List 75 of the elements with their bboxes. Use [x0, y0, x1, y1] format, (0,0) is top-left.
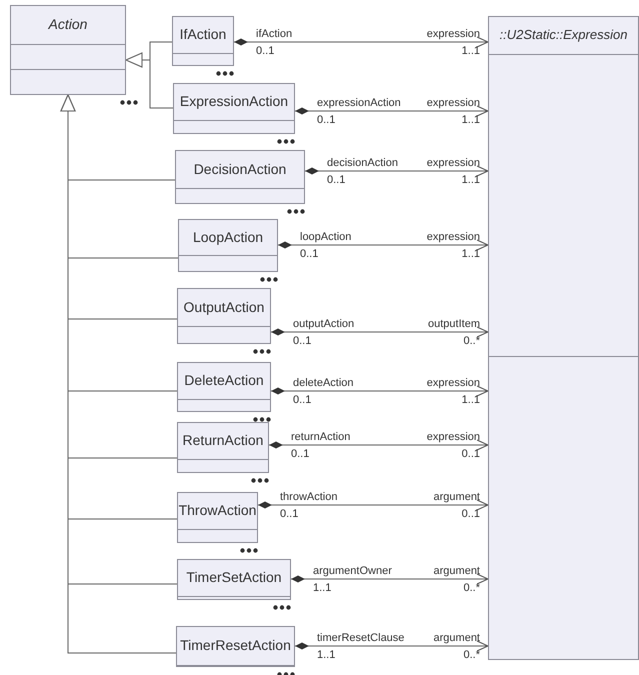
multiplicity: 0..1 — [462, 508, 480, 520]
multiplicity: 0..1 — [291, 448, 310, 460]
class-box — [173, 83, 295, 134]
role-name: returnAction — [291, 431, 350, 443]
role-name: expression — [426, 231, 480, 243]
role-name: argumentOwner — [313, 565, 392, 577]
class-box — [177, 492, 258, 543]
role-name: loopAction — [300, 231, 352, 243]
composition-line — [270, 326, 488, 338]
class-box — [488, 16, 639, 660]
class-box — [175, 150, 305, 204]
multiplicity: 0..* — [463, 649, 480, 661]
multiplicity: 1..1 — [462, 248, 480, 260]
role-name: deleteAction — [293, 377, 354, 389]
multiplicity: 0..1 — [280, 508, 298, 520]
class-box — [10, 5, 126, 95]
class-name: ::U2Static::Expression — [498, 26, 628, 42]
class-box — [177, 288, 271, 344]
class-box — [172, 16, 234, 66]
class-name: TimerResetAction — [179, 637, 292, 653]
composition-line — [270, 386, 488, 396]
role-name: outputAction — [293, 318, 354, 330]
class-box — [177, 559, 291, 600]
composition-line — [294, 106, 488, 116]
composition-line — [258, 500, 488, 510]
multiplicity: 0..* — [463, 335, 480, 347]
class-box — [178, 219, 278, 272]
generalization-arrow — [126, 52, 174, 108]
multiplicity: 1..1 — [313, 582, 332, 594]
multiplicity: 1..1 — [462, 174, 480, 186]
class-name: IfAction — [178, 26, 228, 42]
class-name: LoopAction — [192, 228, 264, 244]
multiplicity: 0..1 — [300, 248, 318, 260]
class-name: Action — [47, 16, 88, 32]
composition-line — [268, 440, 488, 450]
class-name: ReturnAction — [182, 432, 264, 448]
class-name: TimerSetAction — [185, 569, 283, 585]
role-name: timerResetClause — [317, 632, 404, 644]
role-name: argument — [434, 491, 480, 503]
composition-line — [304, 166, 488, 176]
role-name: decisionAction — [327, 157, 398, 169]
role-name: expression — [426, 97, 480, 109]
role-name: expressionAction — [317, 97, 401, 109]
role-name: outputItem — [428, 318, 480, 330]
class-name: OutputAction — [182, 298, 266, 314]
multiplicity: 1..1 — [317, 649, 336, 661]
multiplicity: 0..1 — [293, 394, 312, 406]
composition-line — [294, 640, 488, 652]
multiplicity: 0..1 — [256, 45, 274, 57]
multiplicity: 1..1 — [462, 45, 480, 57]
composition-line — [290, 574, 488, 584]
multiplicity: 0..1 — [293, 335, 312, 347]
role-name: ifAction — [256, 28, 292, 40]
role-name: expression — [426, 28, 480, 40]
composition-line — [278, 240, 488, 250]
multiplicity: 1..1 — [462, 114, 480, 126]
role-name: throwAction — [280, 491, 338, 503]
multiplicity: 1..1 — [462, 394, 480, 406]
role-name: argument — [434, 632, 480, 644]
class-name: DecisionAction — [192, 160, 288, 176]
class-name: ThrowAction — [178, 502, 257, 518]
class-box — [177, 422, 269, 473]
class-name: ExpressionAction — [178, 93, 290, 109]
multiplicity: 0..1 — [462, 448, 480, 460]
multiplicity: 0..* — [463, 582, 480, 594]
role-name: expression — [426, 377, 480, 389]
multiplicity: 0..1 — [327, 174, 346, 186]
role-name: argument — [434, 565, 480, 577]
role-name: expression — [426, 157, 480, 169]
class-box — [176, 626, 295, 667]
class-box — [177, 362, 271, 412]
composition-line — [234, 36, 488, 48]
multiplicity: 0..1 — [317, 114, 336, 126]
class-name: DeleteAction — [183, 372, 265, 388]
role-name: expression — [426, 431, 480, 443]
